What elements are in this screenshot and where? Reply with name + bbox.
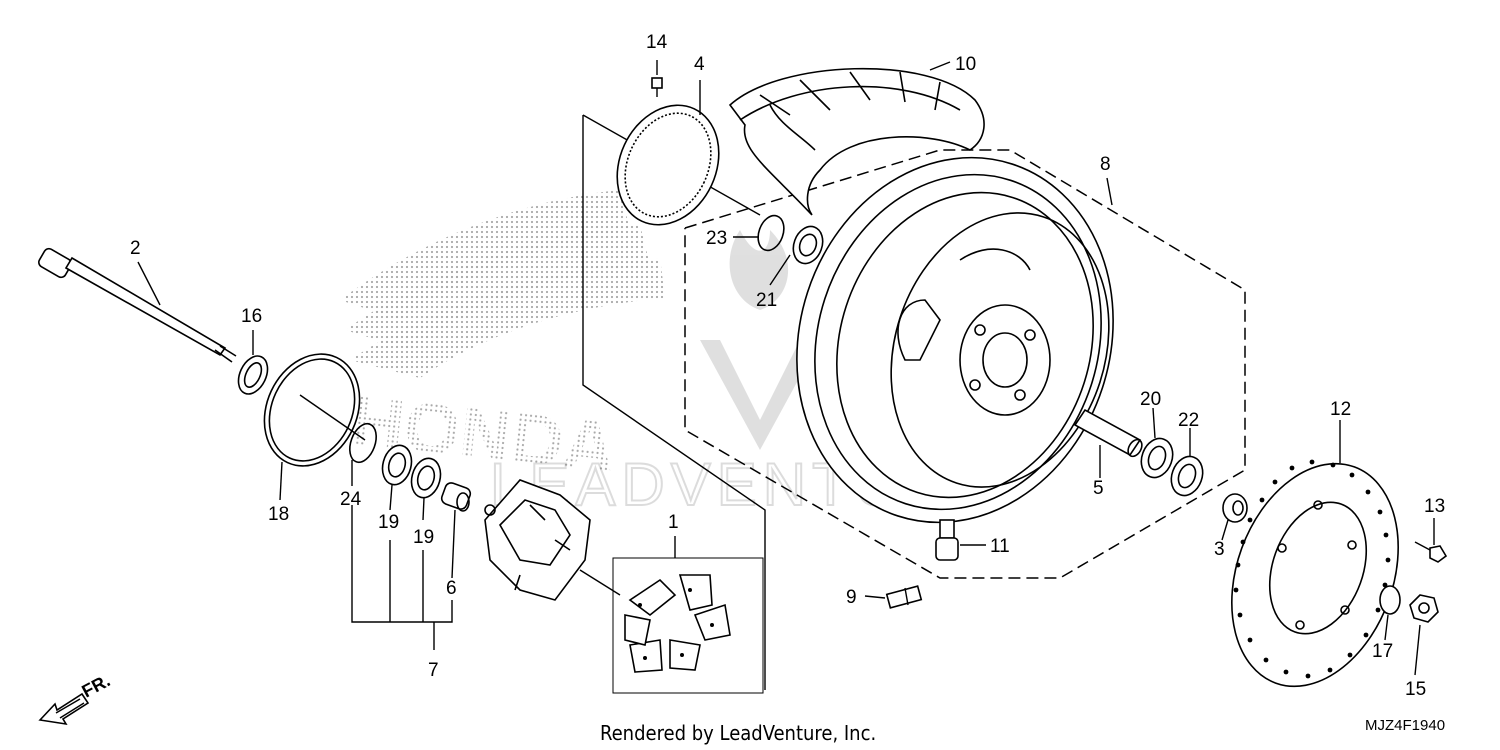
flange-nut [1409, 594, 1439, 623]
axle [38, 247, 237, 363]
o-ring [349, 422, 377, 464]
damper-rubbers [624, 574, 731, 673]
circlip [237, 355, 269, 395]
callout-7: 7 [428, 660, 439, 681]
sensor-ring [616, 104, 720, 226]
tire-valve [935, 519, 959, 561]
rendered-by-credit: Rendered by LeadVenture, Inc. [600, 721, 876, 745]
brake-disk [1231, 459, 1399, 688]
snap-ring [263, 353, 361, 467]
bearing-20 [1140, 437, 1174, 479]
callout-12: 12 [1330, 399, 1351, 420]
collar [440, 482, 472, 512]
bearing-19a [381, 444, 413, 486]
wheel-rim [796, 156, 1114, 524]
bearing-22 [1170, 455, 1204, 497]
callout-20: 20 [1140, 389, 1161, 410]
callout-5: 5 [1093, 478, 1104, 499]
callout-21: 21 [756, 290, 777, 311]
callout-11: 11 [990, 536, 1010, 557]
callout-3: 3 [1214, 539, 1225, 560]
final-driven-flange [484, 479, 591, 601]
callout-10: 10 [955, 54, 976, 75]
damper-assembly-outline [582, 115, 766, 690]
callout-8: 8 [1100, 154, 1111, 175]
flange-bolt [1414, 541, 1448, 563]
damper-group-box [612, 557, 764, 694]
callout-24: 24 [340, 489, 362, 510]
bearing-19b [410, 457, 442, 499]
bolt-14 [651, 77, 663, 97]
callout-18: 18 [268, 504, 289, 525]
callout-14: 14 [646, 32, 668, 53]
oil-seal [757, 214, 785, 252]
wheel-assembly-outline [684, 149, 1246, 579]
callout-1: 1 [668, 512, 679, 533]
callout-15: 15 [1405, 679, 1426, 700]
callout-2: 2 [130, 238, 141, 259]
callout-19b: 19 [413, 527, 434, 548]
collar-3 [1222, 493, 1248, 523]
honda-wing-watermark: HONDA [340, 190, 665, 489]
callout-numbers: 1 2 3 4 5 6 7 8 9 10 11 12 13 14 15 16 1… [130, 32, 1445, 700]
callout-13: 13 [1424, 496, 1445, 517]
callout-4: 4 [694, 54, 705, 75]
callout-19a: 19 [378, 512, 399, 533]
diagram-code: MJZ4F1940 [1365, 717, 1445, 734]
callout-17: 17 [1372, 641, 1393, 662]
callout-16: 16 [241, 306, 262, 327]
washer [1379, 585, 1401, 615]
callout-6: 6 [446, 578, 457, 599]
callout-22: 22 [1178, 410, 1199, 431]
leader-lines [137, 60, 1435, 676]
tire [728, 67, 985, 216]
callout-23: 23 [706, 228, 727, 249]
distance-collar [1073, 408, 1143, 458]
bearing-21 [792, 225, 824, 265]
balance-weight [885, 585, 923, 609]
callout-9: 9 [846, 587, 857, 608]
front-direction-arrow-icon: FR. [38, 670, 113, 726]
